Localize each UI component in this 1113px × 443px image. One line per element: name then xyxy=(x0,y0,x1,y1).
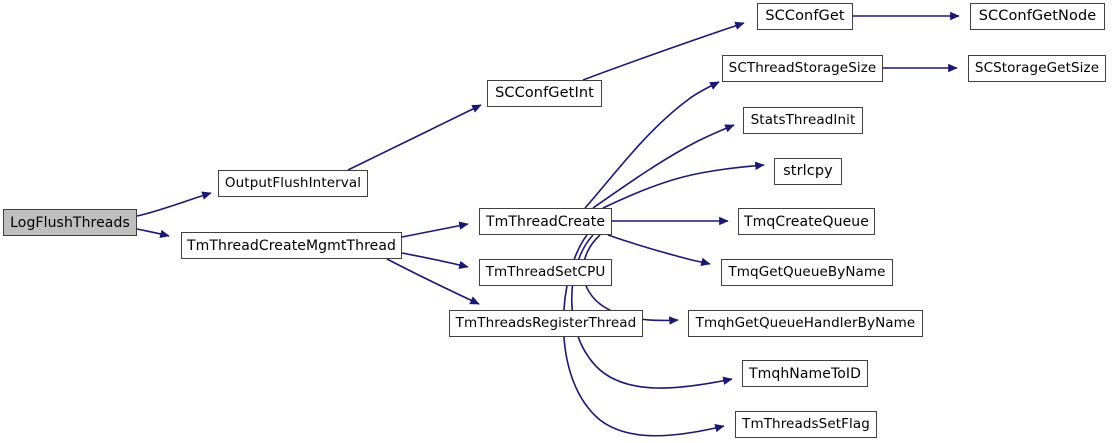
call-edge xyxy=(347,104,482,171)
graph-node-scthreadstoragesize[interactable]: SCThreadStorageSize xyxy=(722,55,883,82)
graph-node-tmthreadssetflag[interactable]: TmThreadsSetFlag xyxy=(735,411,877,438)
graph-node-tmqhnametoid[interactable]: TmqhNameToID xyxy=(742,360,868,387)
graph-node-label: TmqGetQueueByName xyxy=(728,263,886,280)
graph-node-scconfget[interactable]: SCConfGet xyxy=(757,3,853,30)
graph-node-label: OutputFlushInterval xyxy=(224,174,362,191)
graph-node-label: SCThreadStorageSize xyxy=(728,59,877,76)
call-edge xyxy=(602,161,765,209)
graph-node-label: strlcpy xyxy=(783,163,833,180)
graph-node-label: TmThreadsRegisterThread xyxy=(455,314,637,331)
graph-node-label: TmThreadCreateMgmtThread xyxy=(186,237,397,254)
call-edge xyxy=(584,81,720,209)
graph-node-label: SCConfGet xyxy=(765,8,845,25)
graph-node-label: TmqCreateQueue xyxy=(744,213,869,230)
graph-node-tmthreadsregisterthread[interactable]: TmThreadsRegisterThread xyxy=(449,310,643,337)
graph-node-label: SCConfGetInt xyxy=(495,85,594,102)
graph-node-label: TmThreadCreate xyxy=(485,213,606,230)
graph-node-scconfgetnode[interactable]: SCConfGetNode xyxy=(970,3,1105,30)
call-edge xyxy=(401,221,469,238)
graph-node-scconfgetint[interactable]: SCConfGetInt xyxy=(487,80,602,107)
call-edge xyxy=(401,252,469,270)
graph-node-statsthreadinit[interactable]: StatsThreadInit xyxy=(743,107,863,134)
graph-node-strlcpy[interactable]: strlcpy xyxy=(774,158,842,185)
graph-node-tmthreadsetcpu[interactable]: TmThreadSetCPU xyxy=(479,259,612,286)
graph-node-outputflushinterval[interactable]: OutputFlushInterval xyxy=(218,170,368,197)
graph-node-label: TmqhNameToID xyxy=(748,365,862,382)
call-edge xyxy=(592,124,735,209)
graph-node-tmqgetqueuebyname[interactable]: TmqGetQueueByName xyxy=(721,259,893,286)
graph-node-label: TmqhGetQueueHandlerByName xyxy=(695,314,916,331)
graph-node-tmqhgetqueuehandlerbyname[interactable]: TmqhGetQueueHandlerByName xyxy=(688,310,923,337)
graph-node-tmqcreatequeue[interactable]: TmqCreateQueue xyxy=(738,208,875,235)
graph-node-label: SCStorageGetSize xyxy=(974,59,1100,76)
call-edge xyxy=(582,21,745,81)
graph-node-tmthreadcreate[interactable]: TmThreadCreate xyxy=(479,208,612,235)
graph-node-label: StatsThreadInit xyxy=(750,111,856,128)
call-edge xyxy=(386,258,480,305)
graph-node-label: SCConfGetNode xyxy=(978,8,1097,25)
call-edge xyxy=(136,191,212,217)
call-edge xyxy=(136,228,170,238)
graph-node-scstoragegetsize[interactable]: SCStorageGetSize xyxy=(968,55,1106,82)
graph-node-label: LogFlushThreads xyxy=(10,214,130,231)
call-edge xyxy=(607,234,711,266)
graph-node-label: TmThreadsSetFlag xyxy=(742,415,870,432)
call-edge xyxy=(582,234,679,325)
graph-node-label: TmThreadSetCPU xyxy=(485,263,606,280)
graph-node-logflushthreads[interactable]: LogFlushThreads xyxy=(3,209,137,236)
graph-node-tmthreadcreatemgmtthread[interactable]: TmThreadCreateMgmtThread xyxy=(181,232,402,259)
